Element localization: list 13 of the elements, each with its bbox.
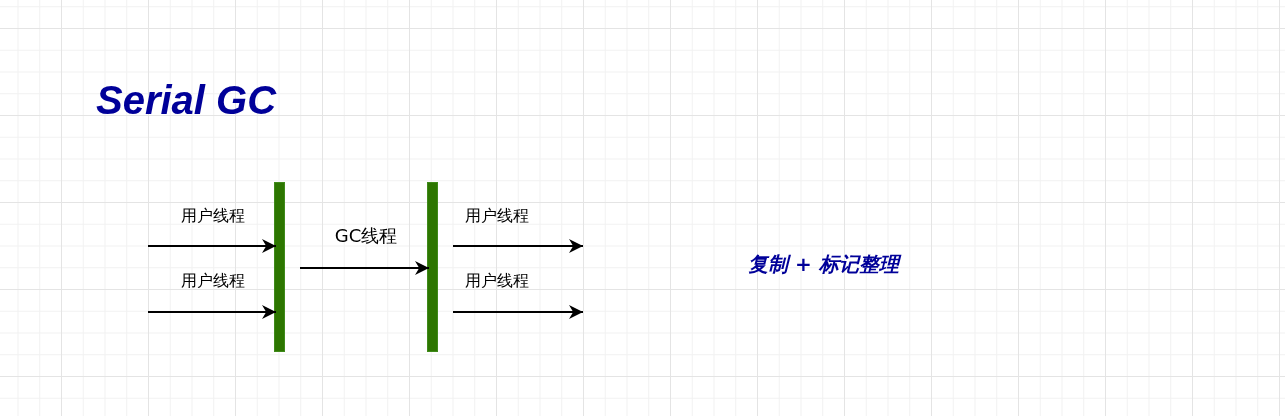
edge-label: GC线程: [334, 226, 398, 246]
separator-bar: [274, 182, 285, 352]
arrow: [147, 239, 277, 253]
arrow: [452, 305, 584, 319]
edge-label: 用户线程: [181, 271, 245, 291]
separator-bar: [427, 182, 438, 352]
arrow: [299, 261, 430, 275]
arrow: [452, 239, 584, 253]
edge-label: 用户线程: [465, 271, 529, 291]
edge-label: 用户线程: [181, 206, 245, 226]
edge-label: 用户线程: [465, 206, 529, 226]
title: Serial GC: [96, 78, 277, 123]
arrow: [147, 305, 277, 319]
